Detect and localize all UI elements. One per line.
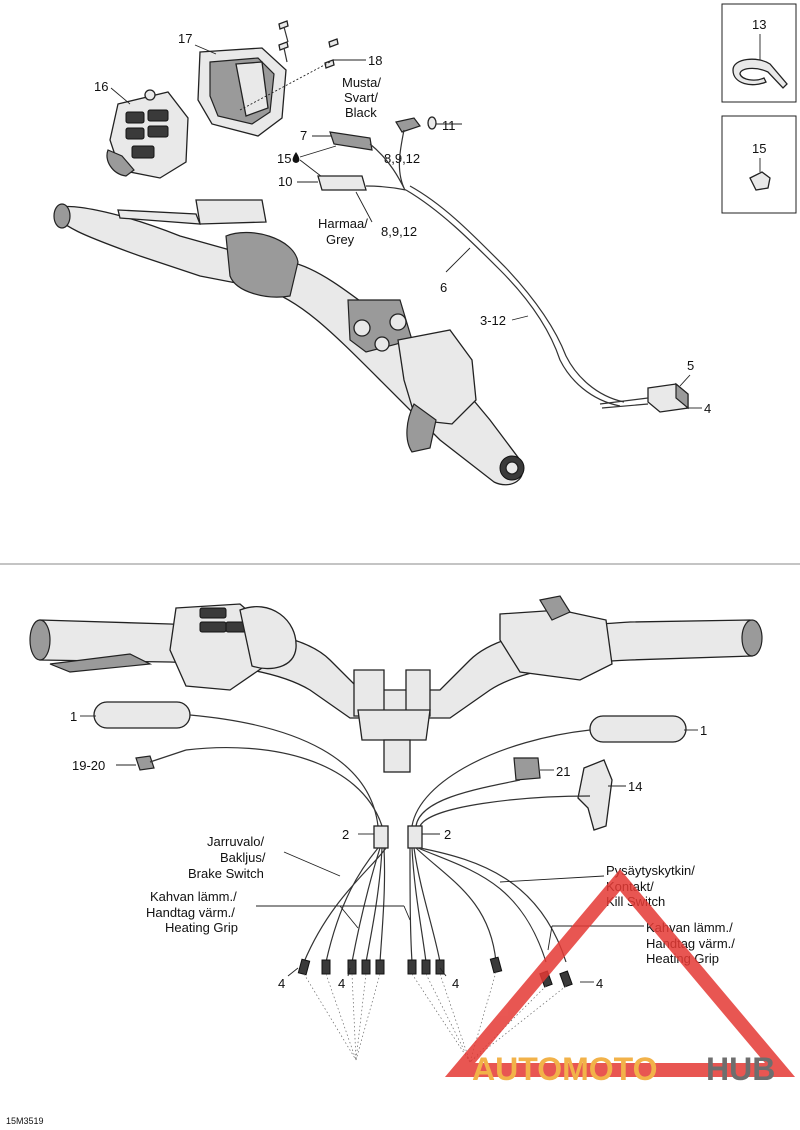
grip-tube-top bbox=[225, 231, 299, 298]
label-grey-1: Harmaa/ bbox=[318, 216, 368, 231]
label-heating-grip-left-2: Handtag värm./ bbox=[146, 905, 235, 920]
label-heating-grip-left-1: Kahvan lämm./ bbox=[150, 889, 237, 904]
callout-16: 16 bbox=[94, 79, 108, 94]
label-black-2: Svart/ bbox=[344, 90, 378, 105]
throttle-housing-top bbox=[397, 329, 477, 425]
bracket-14 bbox=[577, 759, 613, 831]
callout-15: 15 bbox=[277, 151, 291, 166]
inset-box-cable-tie: 13 bbox=[721, 3, 797, 103]
watermark-text-b: HUB bbox=[706, 1051, 775, 1087]
callout-14: 14 bbox=[628, 779, 642, 794]
callout-2-right: 2 bbox=[444, 827, 451, 842]
bar-clamp-bottom bbox=[357, 709, 431, 741]
callout-4-top: 4 bbox=[704, 401, 711, 416]
callout-4-b: 4 bbox=[338, 976, 345, 991]
callout-8-9-12-a: 8,9,12 bbox=[384, 151, 420, 166]
wiring-harness-bottom: 2 2 bbox=[185, 714, 591, 963]
grip-heater-left bbox=[93, 701, 191, 729]
handlebar-bottom bbox=[29, 595, 763, 773]
inset-box-clip: 15 bbox=[721, 115, 797, 214]
callout-11: 11 bbox=[442, 118, 456, 133]
callout-3-12: 3-12 bbox=[480, 313, 506, 328]
brake-lever bbox=[49, 653, 153, 673]
harness-labels: Jarruvalo/ Bakljus/ Brake Switch Kahvan … bbox=[146, 834, 735, 966]
connector-group-top: Musta/ Svart/ Black 7 15 11 8,9,12 10 Ha… bbox=[277, 75, 625, 407]
grip-heaters: 1 1 19-20 21 14 bbox=[70, 701, 707, 831]
label-brake-switch-2: Bakljus/ bbox=[220, 850, 266, 865]
screws bbox=[278, 20, 339, 69]
switch-housing-17: 17 18 bbox=[178, 31, 382, 137]
clamp-21 bbox=[513, 757, 541, 781]
grip-heater-right bbox=[589, 715, 687, 743]
label-heating-grip-left-3: Heating Grip bbox=[165, 920, 238, 935]
callout-4-c: 4 bbox=[452, 976, 459, 991]
connector-2-right bbox=[407, 825, 423, 849]
connector-11 bbox=[395, 117, 421, 133]
connector-7-black bbox=[329, 131, 373, 151]
label-black-1: Musta/ bbox=[342, 75, 381, 90]
callout-1-right: 1 bbox=[700, 723, 707, 738]
cable-tie-icon bbox=[732, 58, 788, 89]
callout-5: 5 bbox=[687, 358, 694, 373]
figure-code: 15M3519 bbox=[6, 1116, 44, 1126]
grip-tube-bottom bbox=[239, 606, 297, 670]
callout-15-inset: 15 bbox=[752, 141, 766, 156]
drop-icon bbox=[292, 152, 300, 163]
brake-switch-19-20 bbox=[135, 755, 155, 771]
callout-6: 6 bbox=[440, 280, 447, 295]
terminals: 4 4 4 4 bbox=[278, 956, 603, 1063]
label-black-3: Black bbox=[345, 105, 377, 120]
callout-19-20: 19-20 bbox=[72, 758, 105, 773]
lever-mount-top bbox=[195, 199, 267, 225]
connector-10-grey bbox=[317, 175, 367, 191]
callout-13: 13 bbox=[752, 17, 766, 32]
callout-7: 7 bbox=[300, 128, 307, 143]
clip-icon bbox=[749, 171, 771, 191]
callout-1-left: 1 bbox=[70, 709, 77, 724]
callout-4-d: 4 bbox=[596, 976, 603, 991]
harness-callouts: 6 3-12 bbox=[440, 247, 529, 328]
label-brake-switch-1: Jarruvalo/ bbox=[207, 834, 264, 849]
connector-5: 5 4 bbox=[599, 358, 711, 416]
handlebar-top bbox=[53, 199, 525, 486]
switch-assembly-16: 16 bbox=[94, 79, 189, 179]
callout-4-a: 4 bbox=[278, 976, 285, 991]
callout-21: 21 bbox=[556, 764, 570, 779]
callout-17: 17 bbox=[178, 31, 192, 46]
label-brake-switch-3: Brake Switch bbox=[188, 866, 264, 881]
watermark-text-a: AUTOMOTO bbox=[472, 1051, 657, 1087]
label-kill-switch-1: Pysäytyskytkin/ bbox=[606, 863, 695, 878]
callout-10: 10 bbox=[278, 174, 292, 189]
label-grey-2: Grey bbox=[326, 232, 355, 247]
callout-18: 18 bbox=[368, 53, 382, 68]
connector-2-left bbox=[373, 825, 389, 849]
label-heating-grip-right-2: Handtag värm./ bbox=[646, 936, 735, 951]
callout-8-9-12-b: 8,9,12 bbox=[381, 224, 417, 239]
watermark: AUTOMOTO HUB bbox=[444, 869, 796, 1087]
callout-2-left: 2 bbox=[342, 827, 349, 842]
